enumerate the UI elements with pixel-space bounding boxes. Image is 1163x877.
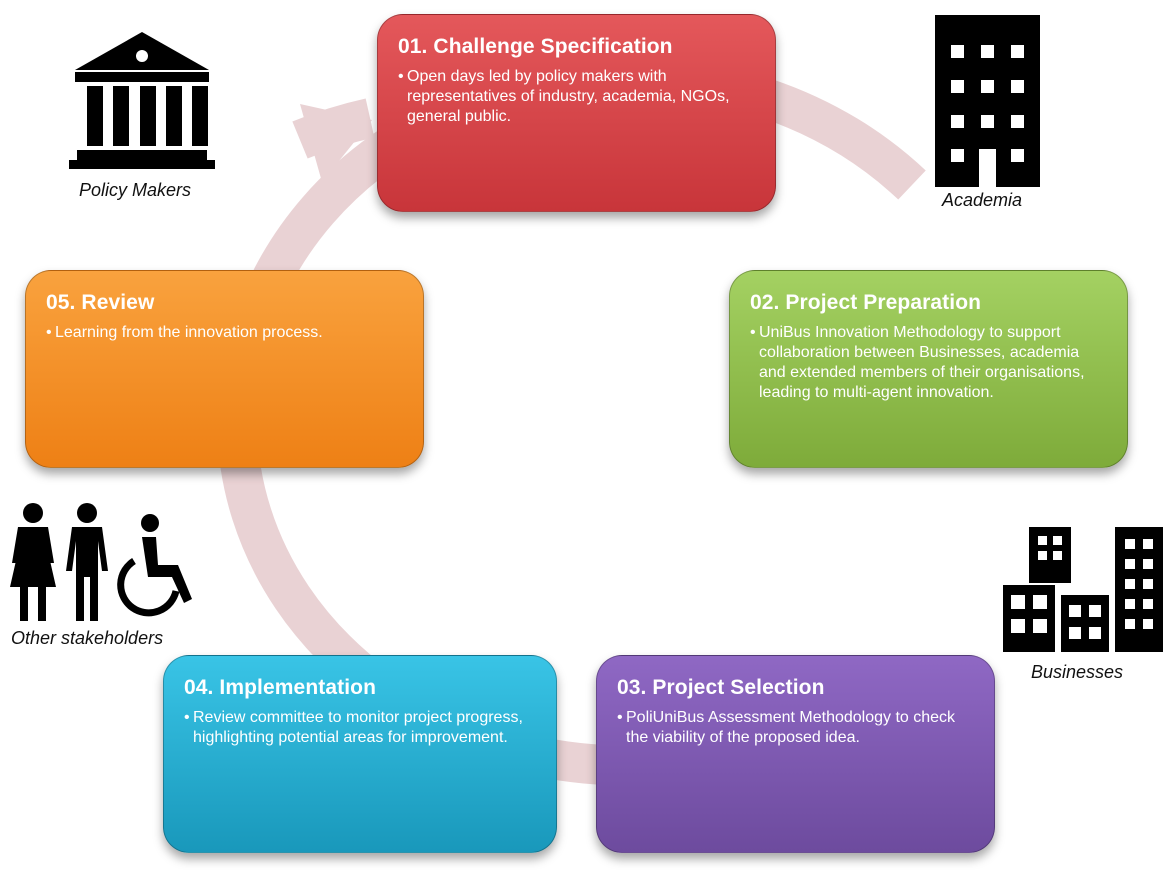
bullet-dot: • — [398, 68, 404, 85]
step-description: Learning from the innovation process. — [55, 324, 323, 341]
step-description: Open days led by policy makers with repr… — [407, 68, 730, 125]
step-project-preparation: 02. Project Preparation • UniBus Innovat… — [729, 270, 1128, 468]
tower-building-icon — [935, 15, 1040, 187]
city-buildings-icon — [1003, 527, 1163, 652]
step-title: 05. Review — [46, 291, 155, 314]
step-description: Review committee to monitor project prog… — [193, 709, 523, 746]
step-title: 02. Project Preparation — [750, 291, 982, 314]
other-stakeholders-label: Other stakeholders — [11, 628, 164, 648]
policy-makers-label: Policy Makers — [79, 180, 192, 200]
bullet-dot: • — [184, 709, 190, 726]
bullet-dot: • — [750, 324, 756, 341]
step-project-selection: 03. Project Selection • PoliUniBus Asses… — [596, 655, 995, 853]
step-description: UniBus Innovation Methodology to support… — [759, 324, 1085, 401]
businesses-label: Businesses — [1031, 662, 1124, 682]
step-description: PoliUniBus Assessment Methodology to che… — [626, 709, 956, 746]
bullet-dot: • — [46, 324, 52, 341]
step-implementation: 04. Implementation • Review committee to… — [163, 655, 557, 853]
bullet-dot: • — [617, 709, 623, 726]
step-title: 01. Challenge Specification — [398, 35, 673, 58]
step-title: 04. Implementation — [184, 676, 377, 699]
academia-label: Academia — [942, 190, 1023, 210]
step-review: 05. Review • Learning from the innovatio… — [25, 270, 424, 468]
people-icon — [10, 503, 192, 621]
government-building-icon — [69, 32, 215, 169]
step-title: 03. Project Selection — [617, 676, 825, 699]
step-challenge-specification: 01. Challenge Specification • Open days … — [377, 14, 776, 212]
